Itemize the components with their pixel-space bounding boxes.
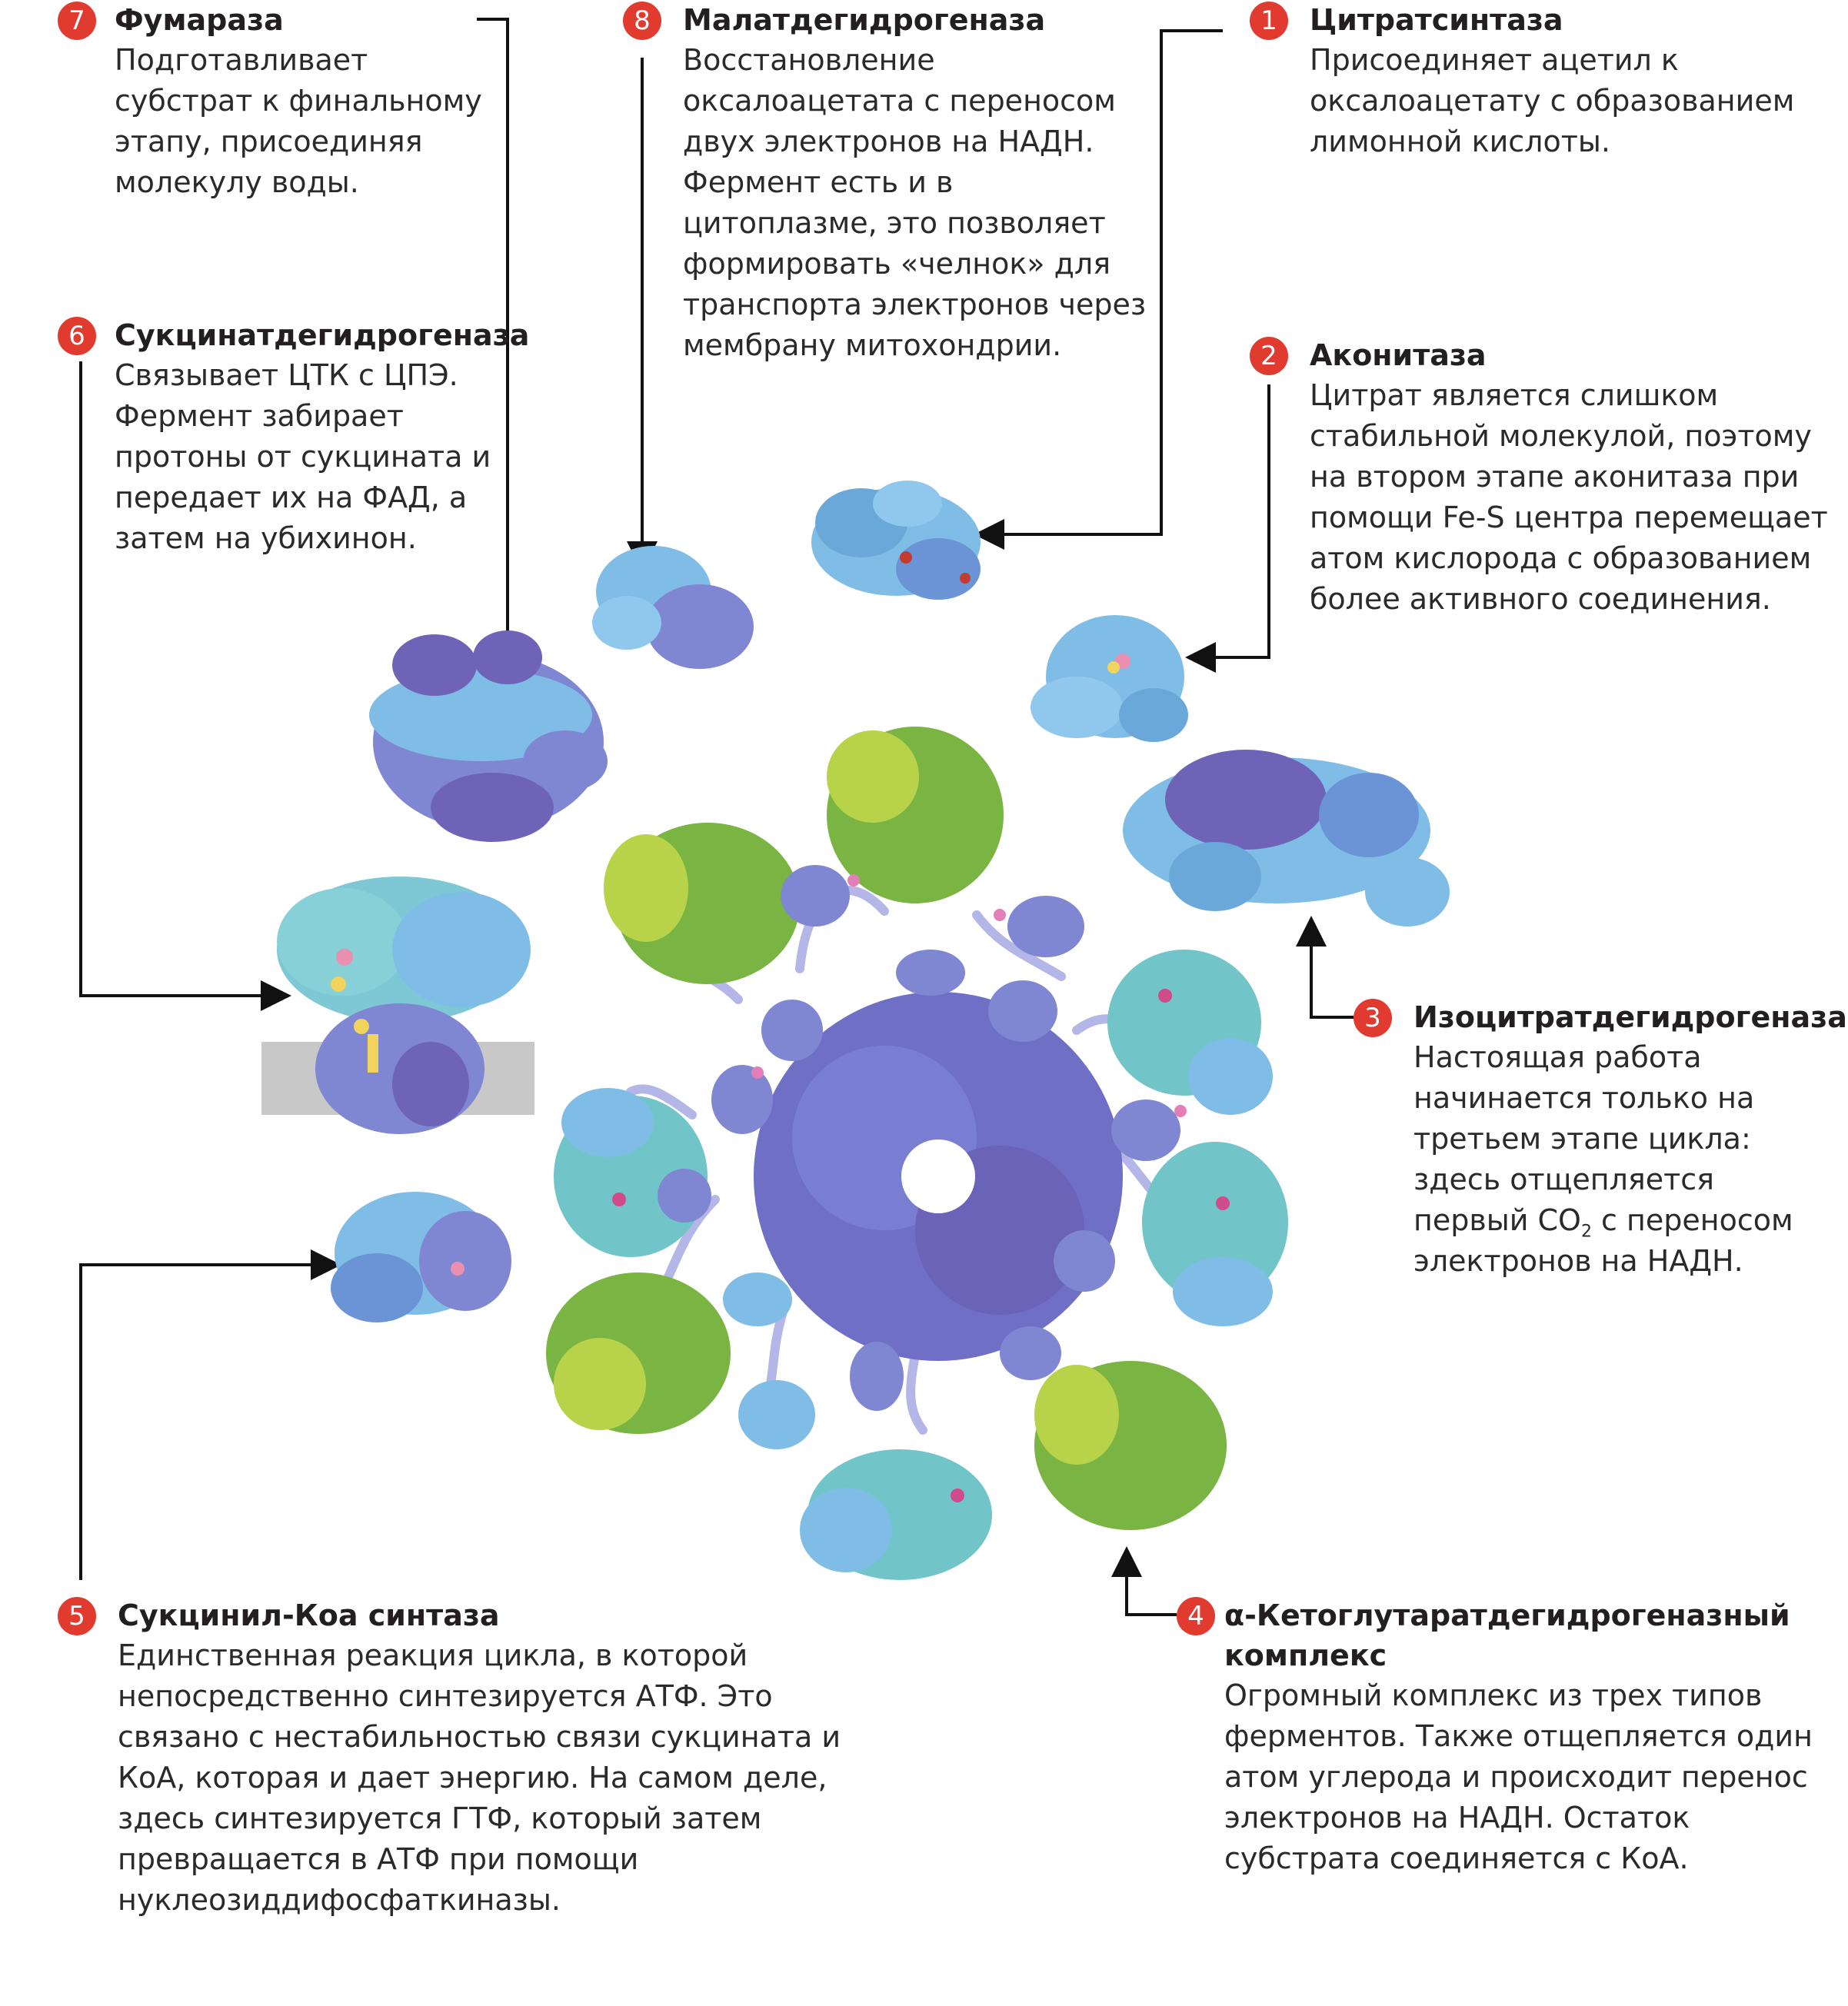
co2-line: первый CO2 с переносом (1413, 1203, 1793, 1242)
enzyme-title: α-Кетоглутаратдегидрогеназный (1224, 1598, 1790, 1632)
enzyme-title: Фумараза (115, 3, 284, 37)
enzyme-title: Малатдегидрогеназа (683, 3, 1046, 37)
step-number-badge: 7 (58, 2, 96, 40)
enzyme-title: Изоцитратдегидрогеназа (1413, 1000, 1847, 1034)
enzyme-description: Единственная реакция цикла, в которой не… (118, 1638, 841, 1917)
arrow-fumarase (477, 18, 523, 664)
succinyl-coa-synthetase-protein (331, 1192, 511, 1322)
step-number-badge: 4 (1177, 1597, 1215, 1635)
enzyme-title: Сукцинатдегидрогеназа (115, 318, 530, 352)
arrow-akg-complex (1111, 1546, 1177, 1616)
step-number-badge: 8 (623, 2, 661, 40)
enzyme-title: Цитратсинтаза (1310, 3, 1563, 37)
enzyme-description: Присоединяет ацетил к оксалоацетату с об… (1310, 43, 1795, 158)
arrow-isocitrate-dh (1296, 916, 1354, 1019)
enzyme-description: Настоящая работа начинается только на тр… (1413, 1037, 1844, 1282)
step-number-badge: 1 (1250, 2, 1288, 40)
citrate-synthase-protein (811, 481, 981, 600)
enzyme-description: Подготавливает субстрат к финальному эта… (115, 43, 482, 199)
step-number-badge: 6 (58, 317, 96, 355)
malate-dehydrogenase-protein (592, 546, 754, 669)
enzyme-title: Сукцинил-Коа синтаза (118, 1598, 500, 1632)
leader-lines (79, 18, 1354, 1616)
akg-dehydrogenase-complex (546, 727, 1288, 1580)
enzyme-description: Огромный комплекс из трех типов ферменто… (1224, 1678, 1813, 1875)
step-number-badge: 2 (1250, 337, 1288, 375)
e3-green-subunits (546, 727, 1227, 1530)
arrow-succinate-dh (79, 361, 291, 1011)
aconitase-protein (1031, 615, 1188, 742)
succinate-dehydrogenase-protein (261, 877, 534, 1134)
enzyme-description: Восстановление оксалоацетата с переносом… (683, 43, 1147, 362)
arrow-citrate-synthase (974, 29, 1223, 550)
isocitrate-dehydrogenase-protein (1123, 750, 1450, 926)
e2-periwinkle-subunits (658, 865, 1187, 1449)
arrow-succinyl-coa (79, 1249, 341, 1580)
enzyme-title: Аконитаза (1310, 338, 1487, 372)
enzyme-description: Цитрат является слишком стабильной молек… (1310, 378, 1828, 616)
enzyme-description: Связывает ЦТК с ЦПЭ. Фермент забирает пр… (115, 358, 491, 555)
step-number-badge: 3 (1354, 999, 1392, 1037)
step-number-badge: 5 (58, 1597, 96, 1635)
arrow-aconitase (1185, 384, 1270, 673)
fumarase-protein (369, 630, 608, 842)
enzyme-title-continued: комплекс (1224, 1638, 1387, 1672)
